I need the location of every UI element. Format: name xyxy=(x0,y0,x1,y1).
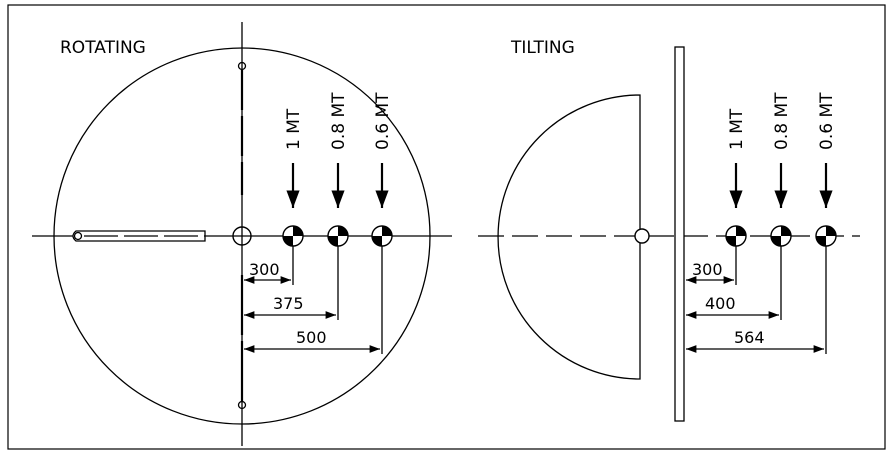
rotating-load-3-label: 0.6 MT xyxy=(373,92,393,150)
tilting-title: TILTING xyxy=(510,38,575,58)
rotating-load-1-label: 1 MT xyxy=(284,108,304,150)
tilting-dim-3-label: 564 xyxy=(734,328,765,347)
rotating-load-3: 0.6 MT xyxy=(371,92,393,247)
rotating-dim-2: 375 xyxy=(244,294,336,319)
tilting-load-2-label: 0.8 MT xyxy=(772,92,792,150)
tilting-dim-2: 400 xyxy=(686,294,779,319)
tilting-dim-3: 564 xyxy=(686,328,824,353)
rotating-dim-3: 500 xyxy=(244,328,380,353)
tilting-dim-1-label: 300 xyxy=(692,260,723,279)
tilting-dim-2-label: 400 xyxy=(705,294,736,313)
rotating-dim-1: 300 xyxy=(244,260,291,284)
rotating-title: ROTATING xyxy=(60,38,146,58)
tilting-load-3: 0.6 MT xyxy=(815,92,837,247)
rotating-left-slot xyxy=(72,230,206,242)
rotating-bottom-slot xyxy=(237,275,247,410)
tilting-load-2: 0.8 MT xyxy=(770,92,792,247)
border xyxy=(7,4,886,450)
tilting-half-disc xyxy=(497,94,641,380)
rotating-load-2-label: 0.8 MT xyxy=(329,92,349,150)
tilting-load-1-label: 1 MT xyxy=(727,108,747,150)
tilting-view: TILTING 1 MT 0.8 MT 0.6 MT xyxy=(478,38,860,422)
rotating-load-2: 0.8 MT xyxy=(327,92,349,247)
rotating-dim-2-label: 375 xyxy=(273,294,304,313)
tilting-load-3-label: 0.6 MT xyxy=(817,92,837,150)
tilting-hinge-icon xyxy=(634,228,650,244)
rotating-load-1: 1 MT xyxy=(282,108,304,247)
tilting-dim-1: 300 xyxy=(686,260,734,284)
rotating-pivot-icon xyxy=(232,226,252,246)
tilting-load-1: 1 MT xyxy=(725,108,747,247)
rotating-dim-1-label: 300 xyxy=(249,260,280,279)
rotating-top-slot xyxy=(237,61,247,195)
rotating-view: ROTATING 1 MT xyxy=(32,22,452,446)
tilting-plate xyxy=(674,46,685,422)
rotating-dim-3-label: 500 xyxy=(296,328,327,347)
